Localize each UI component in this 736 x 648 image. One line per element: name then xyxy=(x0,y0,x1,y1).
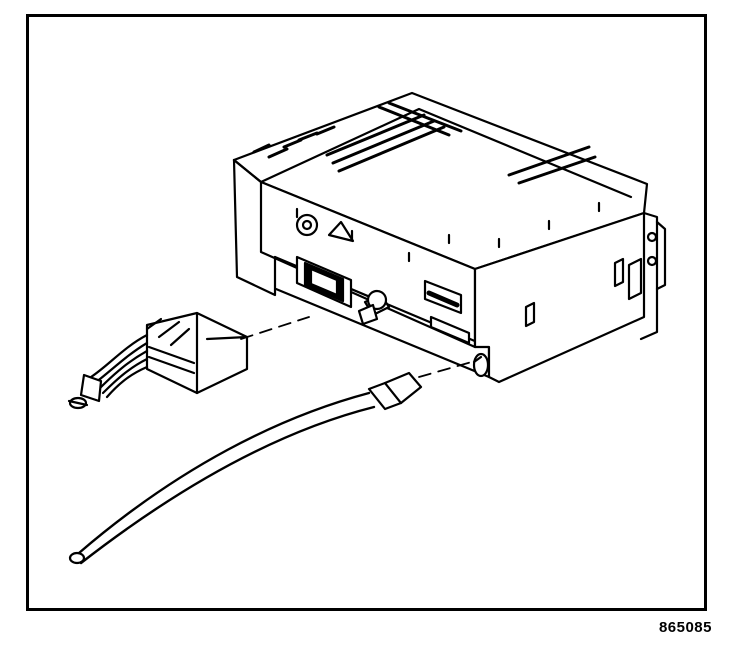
exploded-view-drawing xyxy=(67,91,667,565)
alignment-lines xyxy=(240,316,476,378)
illustration-frame xyxy=(26,14,707,611)
antenna-cable xyxy=(68,371,423,565)
wiring-harness-connector xyxy=(67,311,249,410)
radio-receiver xyxy=(232,91,667,384)
figure-number: 865085 xyxy=(658,619,712,636)
